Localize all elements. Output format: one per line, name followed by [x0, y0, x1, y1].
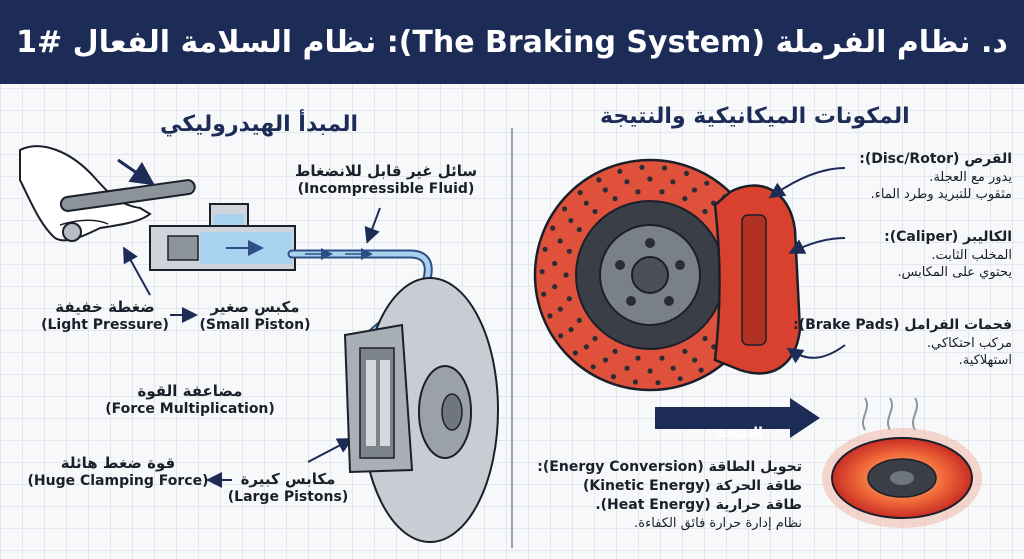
drill-hole — [632, 379, 639, 385]
right-section-title: المكونات الميكانيكية والنتيجة — [600, 104, 910, 129]
hand-icon — [19, 145, 152, 242]
light-pressure-arrow — [123, 246, 151, 296]
drill-hole — [647, 368, 653, 374]
large-pistons-arrow — [307, 438, 354, 463]
drill-hole — [592, 335, 598, 342]
drill-hole — [541, 291, 547, 297]
drill-hole — [612, 348, 618, 354]
drill-hole — [576, 227, 582, 233]
drill-hole — [583, 344, 590, 350]
drill-hole — [542, 246, 548, 252]
fluid-label: سائل غير قابل للانضغاط (Incompressible F… — [294, 162, 478, 197]
drill-hole — [576, 317, 582, 323]
drill-hole — [635, 189, 641, 195]
drill-hole — [682, 196, 688, 202]
drill-hole — [677, 376, 683, 382]
disc-label: القرص (Disc/Rotor): يدور مع العجلة. مثقو… — [859, 151, 1012, 203]
drill-hole — [610, 374, 617, 380]
drill-hole — [635, 355, 641, 361]
drill-hole — [624, 179, 630, 185]
drill-hole — [566, 296, 573, 302]
drill-hole — [547, 313, 553, 319]
drill-hole — [655, 380, 661, 386]
drill-hole — [558, 333, 564, 339]
drill-hole — [563, 272, 569, 278]
disc-arrow — [768, 167, 846, 199]
result-badge: النتيجة — [717, 425, 763, 441]
hot-disc-icon — [822, 397, 982, 528]
drill-hole — [583, 200, 589, 206]
drill-hole — [659, 355, 665, 361]
drill-hole — [568, 327, 574, 333]
drill-hole — [577, 190, 583, 196]
drill-hole — [539, 269, 545, 275]
section-divider — [511, 128, 513, 548]
drill-hole — [562, 206, 568, 212]
drill-hole — [566, 248, 573, 254]
drill-hole — [550, 225, 556, 231]
master-cylinder-icon — [149, 203, 296, 271]
drill-hole — [617, 168, 623, 174]
drill-hole — [602, 187, 608, 193]
light-pressure-label: ضغطة خفيفة (Light Pressure) — [41, 298, 169, 333]
drill-hole — [670, 365, 676, 371]
energy-conversion-label: تحويل الطاقة (Energy Conversion): طاقة ا… — [537, 459, 802, 531]
press-arrow — [117, 158, 155, 186]
large-pistons-label: مكابس كبيرة (Large Pistons) — [227, 470, 349, 505]
drill-hole — [552, 284, 558, 290]
drill-hole — [691, 187, 698, 193]
drill-hole — [624, 365, 630, 371]
drill-hole — [602, 357, 609, 363]
drill-hole — [568, 217, 574, 224]
drill-hole — [682, 348, 688, 354]
brake-lever-icon — [59, 179, 196, 242]
caliper-label: الكاليبر (Caliper): المخلب الثابت. يحتوي… — [884, 229, 1012, 281]
caliper-arrow — [788, 237, 846, 254]
drill-hole — [557, 306, 563, 312]
drill-hole — [590, 364, 596, 370]
result-arrow-icon — [655, 398, 820, 438]
pads-arrow — [786, 344, 846, 364]
drill-hole — [659, 189, 665, 195]
side-caliper-icon — [343, 323, 414, 474]
drill-hole — [552, 260, 558, 267]
force-multiplication-label: مضاعفة القوة (Force Multiplication) — [105, 382, 275, 417]
drill-hole — [698, 367, 704, 373]
header-bar: د. نظام الفرملة (The Braking System): نظ… — [0, 0, 1024, 84]
drill-hole — [612, 196, 618, 202]
drill-hole — [662, 165, 668, 171]
small-piston-label: مكبس صغير (Small Piston) — [199, 298, 311, 333]
drill-hole — [704, 180, 710, 186]
drill-hole — [702, 208, 708, 215]
drill-hole — [647, 176, 653, 182]
page-title: د. نظام الفرملة (The Braking System): نظ… — [16, 24, 1008, 60]
drill-hole — [702, 335, 708, 342]
fluid-arrow — [364, 207, 381, 244]
brake-pads-label: فحمات الفرامل (Brake Pads): مركب احتكاكي… — [793, 317, 1012, 369]
drill-hole — [711, 344, 717, 350]
drill-hole — [670, 179, 676, 185]
drill-hole — [557, 238, 563, 244]
drill-hole — [572, 350, 578, 356]
drill-hole — [592, 208, 598, 215]
drill-hole — [596, 177, 602, 183]
left-section-title: المبدأ الهيدروليكي — [160, 112, 359, 137]
brake-caliper-icon — [713, 184, 802, 375]
clamping-force-label: قوة ضغط هائلة (Huge Clamping Force) — [27, 454, 209, 489]
drill-hole — [692, 357, 698, 363]
drill-hole — [639, 164, 645, 170]
drill-hole — [683, 170, 690, 176]
